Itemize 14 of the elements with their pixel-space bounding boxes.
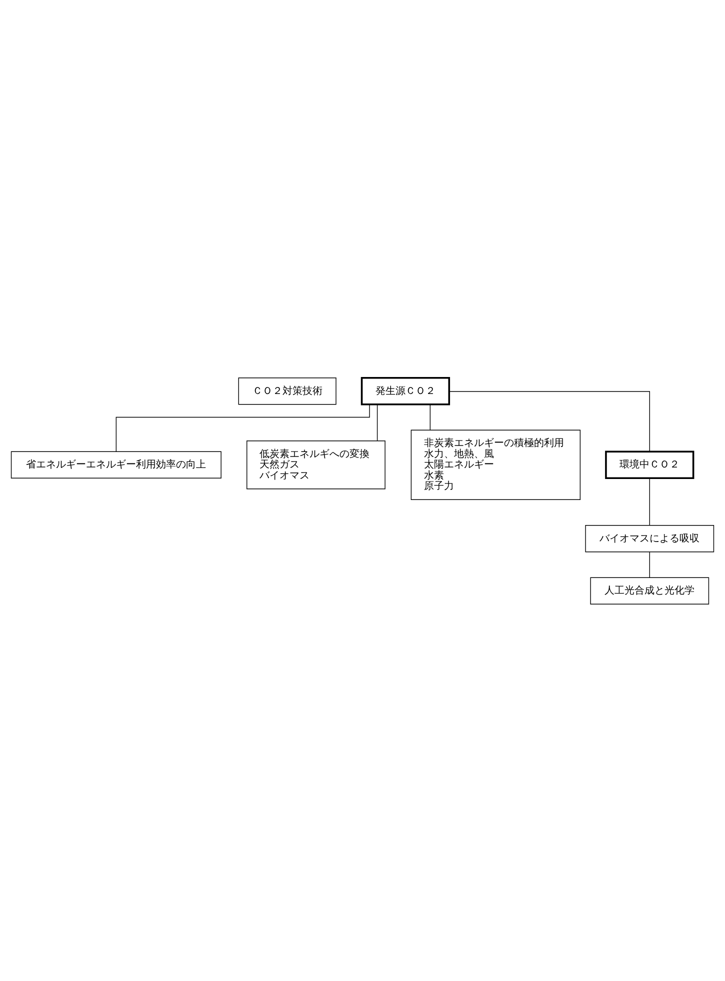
connector — [116, 404, 370, 452]
node-box: 低炭素エネルギへの変換 天然ガス バイオマス — [246, 440, 386, 489]
connector — [649, 478, 650, 526]
connector — [449, 390, 650, 452]
node-box: 環境中ＣＯ２ — [605, 450, 694, 478]
node-box: 非炭素エネルギーの積極的利用 水力、地熱、風 太陽エネルギー 水素 原子力 — [410, 429, 581, 500]
node-box: バイオマスによる吸収 — [585, 524, 714, 552]
node-box: ＣＯ２対策技術 — [238, 377, 336, 404]
connector — [430, 404, 431, 430]
connector — [649, 551, 650, 578]
node-box: 省エネルギーエネルギー利用効率の向上 — [10, 450, 222, 478]
connector — [376, 404, 378, 441]
node-box: 人工光合成と光化学 — [590, 576, 710, 604]
node-box: 発生源ＣＯ２ — [360, 376, 450, 405]
